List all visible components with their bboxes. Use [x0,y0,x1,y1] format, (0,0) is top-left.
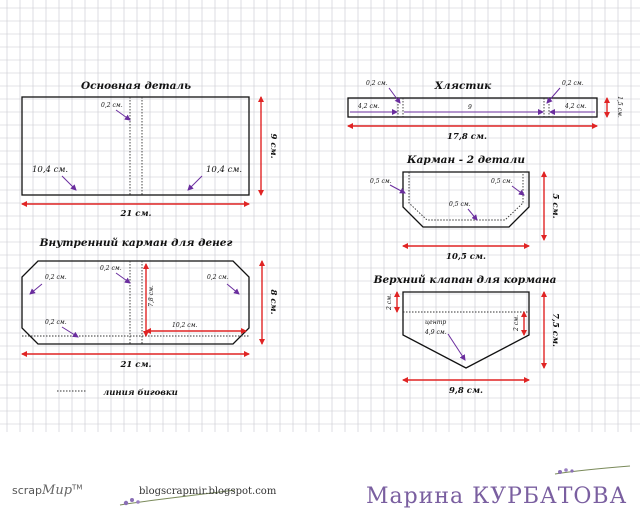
pocket-width: 10,5 см. [446,252,486,262]
flap-height: 7,5 см. [550,313,560,347]
pocket: Карман - 2 детали 0,5 см. 0,5 см. 0,5 см… [370,154,560,262]
main-height: 9 см. [268,133,278,158]
main-left-pointer [61,175,77,191]
strap-height: 1,5 см. [616,96,623,118]
brand-name: scrap [12,484,43,497]
main-fold-offset: 0,2 см. [101,102,123,109]
strap-total-width: 17,8 см. [447,132,487,142]
inner-total-width: 21 см. [119,360,151,370]
strap-middle: 9 [468,104,472,111]
main-right-width: 10,4 см. [206,165,242,175]
pocket-height: 5 см. [550,193,560,218]
main-total-width: 21 см. [119,209,151,219]
inner-offset-top-center: 0,2 см. [100,265,122,272]
strap: Хлястик 0,2 см. 0,2 см. 4,2 см. 9 4,2 см… [347,80,623,142]
strap-right-offset: 0,2 см. [562,80,584,87]
flap-outline [402,291,530,369]
inner-total-height: 8 см. [268,289,278,314]
pocket-title: Карман - 2 детали [406,154,525,166]
inner-pocket-title: Внутренний карман для денег [39,236,233,249]
main-fold-pointer [115,109,131,121]
pocket-left-offset: 0,5 см. [370,178,392,185]
inner-pocket: Внутренний карман для денег 0,2 см. 0,2 … [21,236,278,370]
strap-right-offset-pointer [546,87,561,104]
main-part-outline [21,96,250,196]
strap-left-offset: 0,2 см. [366,80,388,87]
strap-title: Хлястик [434,80,492,92]
main-part: Основная деталь 0,2 см. 10,4 см. 10,4 см… [21,80,278,219]
inner-top-right-pointer [226,283,240,295]
strap-left-offset-pointer [388,87,401,104]
inner-width: 10,2 см. [172,322,198,329]
inner-pocket-outline [21,260,250,345]
legend-fold-label: линия биговки [103,387,178,398]
strap-outline [347,97,598,118]
brand-logo: scrapMupTM [12,483,82,498]
flap-center-distance: 4,9 см. [424,329,447,336]
pocket-left-pointer [389,184,406,194]
inner-top-left-pointer [29,283,43,295]
flap-right-height: 2 см. [513,315,520,332]
main-part-title: Основная деталь [81,80,191,92]
pocket-bottom-pointer [467,208,478,221]
inner-offset-top-left: 0,2 см. [45,274,67,281]
inner-bottom-left-pointer [61,326,79,338]
author-signature: Марина КУРБАТОВА [366,484,628,509]
flap-title: Верхний клапан для кормана [373,273,557,286]
strap-left-part: 4,2 см. [357,103,380,110]
pocket-bottom-offset: 0,5 см. [449,201,471,208]
inner-top-center-pointer [115,272,131,284]
strap-right-part: 4,2 см. [564,103,587,110]
flap-center-label: центр [425,319,446,326]
flap: Верхний клапан для кормана 2 см. 2 см. ц… [373,273,560,396]
pocket-right-pointer [511,185,525,196]
pocket-outline [402,171,530,228]
flap-left-height: 2 см. [386,294,393,311]
lavender-decoration [119,465,631,506]
main-left-width: 10,4 см. [32,165,68,175]
main-right-pointer [187,175,203,191]
brand-script: Mup [42,483,73,498]
pocket-right-offset: 0,5 см. [491,178,513,185]
blog-link[interactable]: blogscrapmir.blogspot.com [139,486,277,497]
inner-offset-top-right: 0,2 см. [207,274,229,281]
inner-offset-bottom-left: 0,2 см. [45,319,67,326]
brand-trademark: TM [72,483,83,492]
flap-width: 9,8 см. [449,386,483,396]
inner-height: 7,8 см. [148,285,155,307]
flap-center-pointer [447,333,466,361]
legend: линия биговки [57,387,178,398]
